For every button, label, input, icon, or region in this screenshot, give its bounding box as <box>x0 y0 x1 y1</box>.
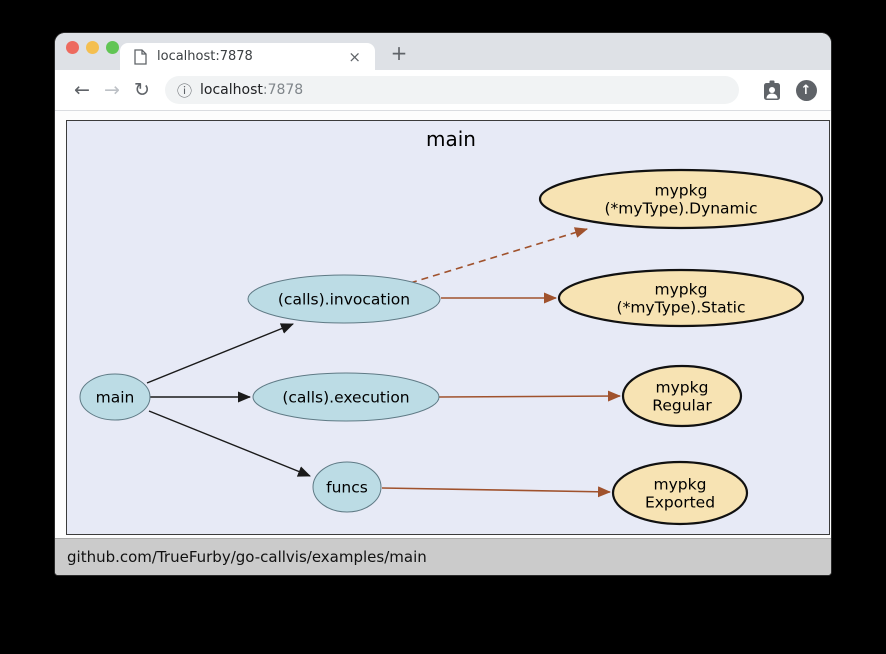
tab-close-button[interactable]: × <box>348 47 361 66</box>
graph-node-funcs[interactable]: funcs <box>312 461 382 513</box>
tab-title: localhost:7878 <box>157 49 253 64</box>
browser-tab[interactable]: localhost:7878 × <box>120 43 375 70</box>
window-zoom-button[interactable] <box>106 41 119 54</box>
graph-node-label: mypkg <box>654 476 707 494</box>
graph-node-label: Regular <box>652 397 712 415</box>
graph-edge-main-funcs <box>148 410 311 477</box>
url-port: :7878 <box>262 82 304 98</box>
forward-icon: → <box>104 79 120 101</box>
status-bar: github.com/TrueFurby/go-callvis/examples… <box>55 538 831 575</box>
traffic-lights <box>66 41 119 54</box>
browser-update-icon[interactable]: ↑ <box>793 77 819 103</box>
url-text[interactable]: localhost:7878 <box>200 82 303 98</box>
graph-node-label: (calls).invocation <box>278 291 410 309</box>
page-content: main main (calls).invocation (calls).execu… <box>55 111 831 538</box>
status-text: github.com/TrueFurby/go-callvis/examples… <box>67 548 427 566</box>
graph-node-calls-invocation[interactable]: (calls).invocation <box>247 274 441 324</box>
back-icon[interactable]: ← <box>74 79 90 101</box>
graph-node-main[interactable]: main <box>79 373 151 421</box>
graph-node-mypkg-dynamic[interactable]: mypkg(*myType).Dynamic <box>538 168 824 230</box>
callgraph-canvas: main main (calls).invocation (calls).execu… <box>66 120 830 535</box>
graph-node-label: (calls).execution <box>282 389 409 407</box>
url-host: localhost <box>200 82 263 98</box>
graph-node-label: mypkg <box>656 379 709 397</box>
new-tab-button[interactable]: + <box>390 41 408 65</box>
graph-node-calls-execution[interactable]: (calls).execution <box>252 372 440 422</box>
page-info-icon[interactable]: ⓘ <box>177 81 193 100</box>
browser-window: localhost:7878 × + ← → ↻ ⓘ localhost:787… <box>55 33 831 575</box>
graph-edge-calls-execution-mypkg-regular <box>438 390 621 402</box>
tab-strip: localhost:7878 × + <box>55 33 831 70</box>
browser-toolbar: ← → ↻ ⓘ localhost:7878 ↑ <box>55 70 831 111</box>
reload-icon[interactable]: ↻ <box>134 79 150 101</box>
graph-node-label: (*myType).Static <box>617 299 746 317</box>
graph-node-label: (*myType).Dynamic <box>604 200 757 218</box>
graph-title: main <box>426 127 476 151</box>
graph-edge-calls-invocation-mypkg-dynamic <box>409 227 588 284</box>
address-bar[interactable]: ⓘ localhost:7878 <box>165 76 739 104</box>
graph-node-mypkg-static[interactable]: mypkg(*myType).Static <box>557 268 805 328</box>
graph-node-label: mypkg <box>655 281 708 299</box>
window-close-button[interactable] <box>66 41 79 54</box>
graph-node-label: main <box>96 389 135 407</box>
profile-icon[interactable] <box>759 77 785 103</box>
graph-node-label: Exported <box>645 494 715 512</box>
window-minimize-button[interactable] <box>86 41 99 54</box>
graph-node-label: funcs <box>326 479 368 497</box>
graph-edge-funcs-mypkg-exported <box>381 486 611 498</box>
graph-node-label: mypkg <box>655 182 708 200</box>
page-favicon-icon <box>134 48 148 65</box>
graph-edge-main-calls-invocation <box>146 323 294 384</box>
call-graph: main main (calls).invocation (calls).execu… <box>79 127 824 526</box>
